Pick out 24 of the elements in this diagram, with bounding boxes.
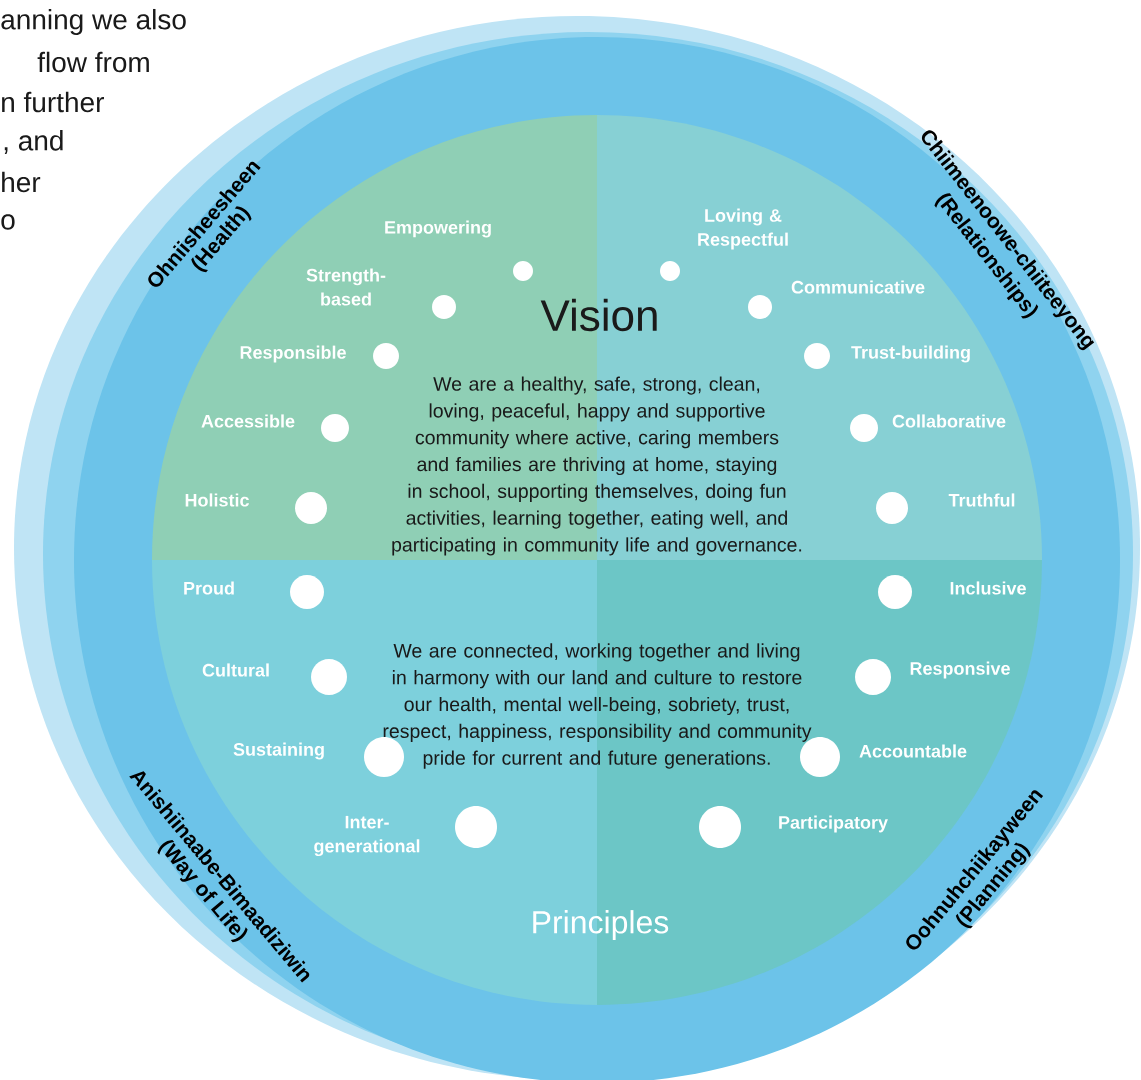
paragraph-fragment: , and <box>4 130 63 154</box>
principle-label: Inter- generational <box>314 815 420 857</box>
paragraph-fragment: o <box>1 214 15 230</box>
node-label: We are connected, working together and living in harmony with our land and culture to restore our health, mental well-being, sobriety, trust, respect, happiness, responsibility and community pride for current and future generations. <box>383 643 812 769</box>
principle-label: Accessible <box>201 414 295 428</box>
principle-label: Loving & Respectful <box>698 208 788 250</box>
principle-label: Sustaining <box>233 742 324 760</box>
paragraph-fragment: flow from <box>37 51 149 73</box>
node-label: Principles <box>533 910 669 940</box>
principle-label: Accountable <box>859 744 967 758</box>
principle-label: Cultural <box>202 663 269 677</box>
principle-label: Holistic <box>185 493 249 507</box>
principle-label: Empowering <box>385 220 491 238</box>
principle-label: Strength-based <box>306 268 386 306</box>
paragraph-fragment: n further <box>2 91 104 113</box>
principle-label: Proud <box>184 581 234 595</box>
principle-label: Inclusive <box>950 581 1026 595</box>
principle-label: Participatory <box>779 815 888 833</box>
paragraph-fragment: anning we also <box>1 8 186 36</box>
principle-label: Collaborative <box>892 414 1006 428</box>
principle-label: Responsible <box>240 345 346 363</box>
paragraph-fragment: her <box>2 171 41 193</box>
principle-label: Responsive <box>910 661 1010 679</box>
principle-label: Truthful <box>948 493 1015 507</box>
